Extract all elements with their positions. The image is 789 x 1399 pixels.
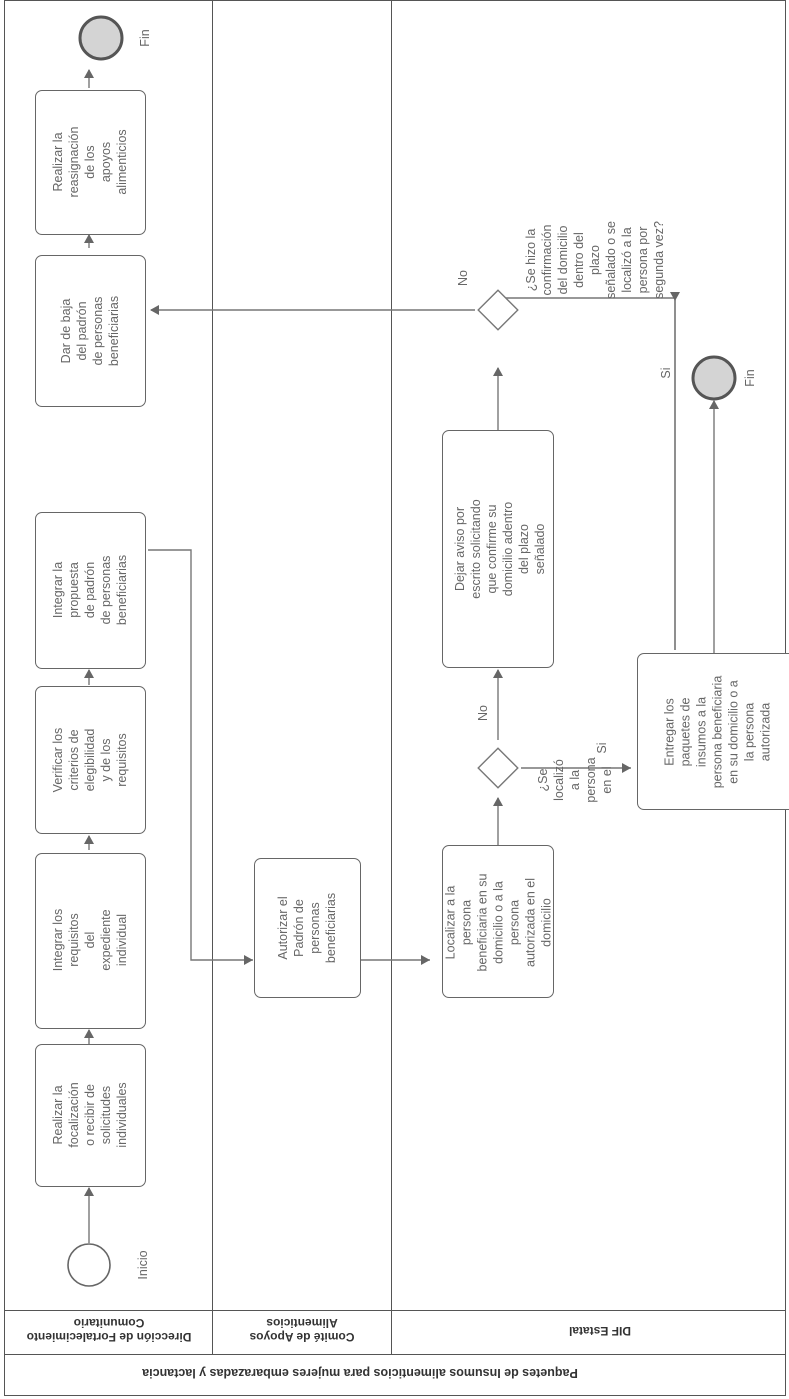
task-realizar-reasignacion-label: Realizar la reasignación de los apoyos a… bbox=[51, 126, 129, 198]
start-event-label: Inicio bbox=[136, 1250, 150, 1280]
task-dar-de-baja[interactable] bbox=[35, 255, 146, 407]
gateway-localizo-question: ¿Se localizó a la persona en el bbox=[536, 757, 614, 803]
lane-divider-2 bbox=[391, 0, 392, 1354]
task-verificar-criterios[interactable] bbox=[35, 686, 146, 834]
flow-label-g2-yes: Si bbox=[659, 367, 673, 379]
end-event-bottom bbox=[691, 355, 737, 401]
end-event-top-label: Fin bbox=[138, 29, 152, 47]
flow-label-g2-no: No bbox=[456, 270, 470, 286]
flow-label-g1-yes: Si bbox=[595, 742, 609, 754]
gateway-localizo bbox=[477, 747, 519, 789]
task-entregar-paquetes-label: Entregar los paquetes de insumos a la pe… bbox=[662, 675, 772, 788]
task-integrar-propuesta[interactable] bbox=[35, 512, 146, 669]
gateway-confirmacion-question: ¿Se hizo la confirmación del domicilio d… bbox=[524, 221, 666, 299]
end-event-top bbox=[78, 15, 124, 61]
task-entregar-paquetes[interactable] bbox=[637, 653, 789, 810]
pool-title-divider bbox=[4, 1354, 786, 1355]
gateway-confirmacion bbox=[477, 289, 519, 331]
task-realizar-focalizacion-label: Realizar la focalización o recibir de so… bbox=[51, 1082, 129, 1148]
task-realizar-reasignacion[interactable] bbox=[35, 90, 146, 235]
task-dar-de-baja-label: Dar de baja del padrón de personas benef… bbox=[59, 295, 121, 367]
start-event bbox=[67, 1243, 111, 1287]
lane-divider-1 bbox=[212, 0, 213, 1354]
task-localizar-persona[interactable] bbox=[442, 845, 554, 998]
task-localizar-persona-label: Localizar a la persona beneficiaria en s… bbox=[442, 873, 553, 971]
task-integrar-propuesta-label: Integrar la propuesta de padrón de perso… bbox=[51, 554, 129, 626]
task-verificar-criterios-label: Verificar los criterios de elegibilidad … bbox=[51, 727, 129, 793]
task-integrar-requisitos[interactable] bbox=[35, 853, 146, 1029]
task-realizar-focalizacion[interactable] bbox=[35, 1044, 146, 1187]
task-integrar-requisitos-label: Integrar los requisitos del expediente i… bbox=[51, 908, 129, 972]
end-event-bottom-label: Fin bbox=[743, 369, 757, 387]
flow-t4-t7 bbox=[148, 549, 253, 965]
task-dejar-aviso-label: Dejar aviso por escrito solicitando que … bbox=[453, 499, 547, 599]
flow-label-g1-no: No bbox=[476, 705, 490, 721]
task-autorizar-padron-label: Autorizar el Padrón de personas benefici… bbox=[276, 892, 338, 964]
task-dejar-aviso[interactable] bbox=[442, 430, 554, 668]
task-autorizar-padron[interactable] bbox=[254, 858, 361, 998]
lane-header-divider bbox=[4, 1310, 786, 1311]
